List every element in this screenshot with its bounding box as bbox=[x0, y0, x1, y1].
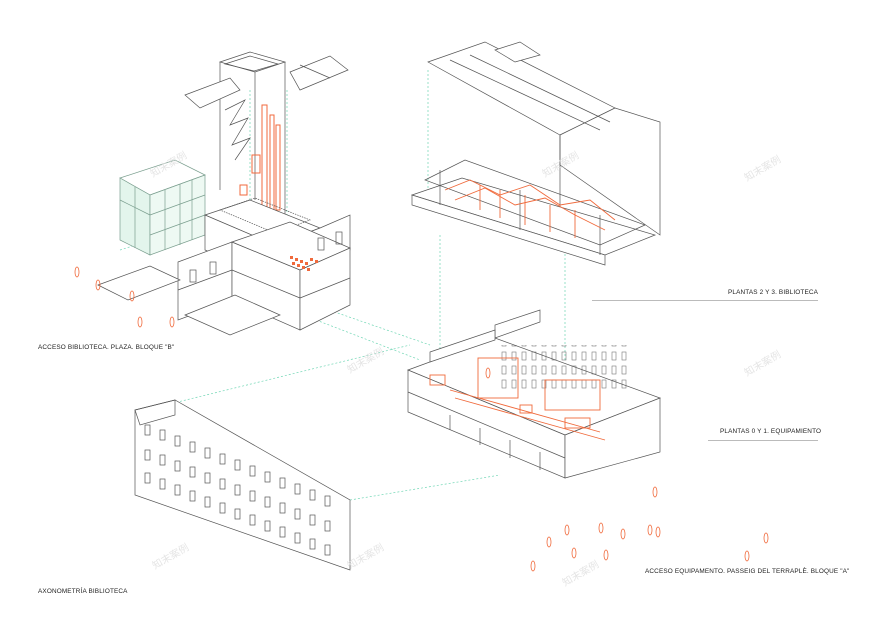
bloque-b bbox=[97, 197, 351, 336]
library-roof bbox=[427, 41, 661, 245]
label-plantas-2-3: PLANTAS 2 Y 3. BIBLIOTECA bbox=[728, 289, 819, 296]
people-figures bbox=[74, 266, 769, 572]
library-shelving bbox=[444, 179, 616, 238]
facade bbox=[134, 399, 351, 571]
label-rule-plantas-01 bbox=[708, 440, 818, 441]
label-acceso-biblioteca: ACCESO BIBLIOTECA. PLAZA. BLOQUE "B" bbox=[38, 344, 175, 351]
library-floor-23 bbox=[410, 159, 657, 266]
bloque-a-furniture bbox=[429, 357, 606, 441]
label-acceso-equipamiento: ACCESO EQUIPAMENTO. PASSEIG DEL TERRAPLÈ… bbox=[645, 568, 850, 575]
tower-orange-elements bbox=[239, 104, 281, 216]
label-rule-plantas-23 bbox=[592, 300, 818, 301]
bloque-a bbox=[407, 309, 661, 479]
label-plantas-0-1: PLANTAS 0 Y 1. EQUIPAMIENTO bbox=[720, 428, 822, 435]
bloque-b-seating bbox=[290, 256, 318, 271]
label-axonometria: AXONOMETRÍA BIBLIOTECA bbox=[38, 588, 128, 595]
tower-core bbox=[184, 51, 349, 215]
glass-frame bbox=[119, 159, 206, 256]
